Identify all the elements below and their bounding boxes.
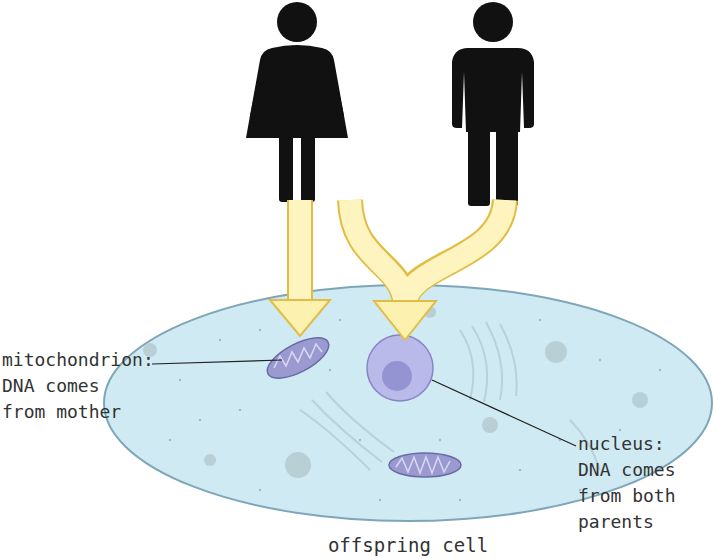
mitochondrion xyxy=(389,453,461,477)
mitochondrion xyxy=(261,330,334,387)
leader-lines xyxy=(152,360,576,446)
father-figure xyxy=(452,2,534,206)
cell-caption: offspring cell xyxy=(102,533,714,557)
nucleus xyxy=(367,335,433,401)
mother-figure xyxy=(246,2,348,202)
inheritance-arrows xyxy=(270,200,505,340)
callout-label: nucleus: DNA comes from both parents xyxy=(578,431,698,535)
callout-label: mitochondrion: DNA comes from mother xyxy=(2,347,127,425)
